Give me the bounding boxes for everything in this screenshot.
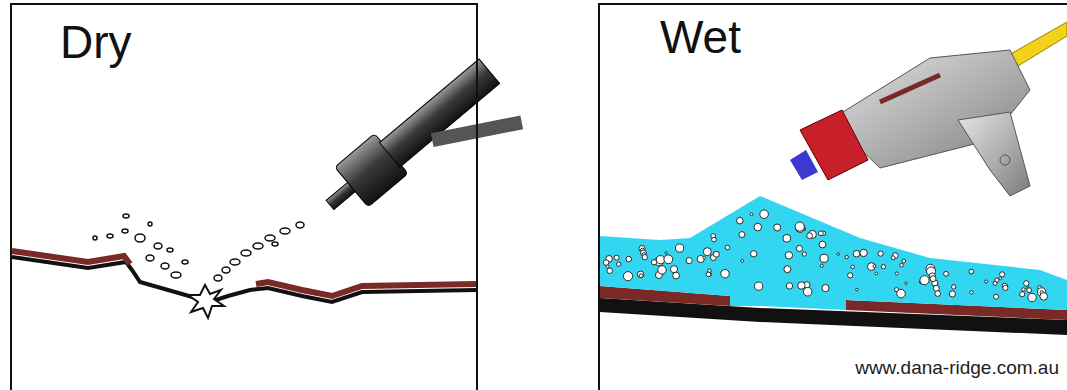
panel-heading: Dry (60, 19, 132, 65)
water-slurry (600, 196, 1067, 310)
wet-gun (790, 22, 1067, 196)
dry-nozzle (313, 51, 528, 251)
panel-frame: Dry (10, 3, 478, 390)
slurry-bubbles (603, 210, 1047, 302)
dry-particles (93, 214, 304, 281)
panel-heading: Wet (660, 14, 741, 60)
dry-surface (12, 251, 476, 318)
panel-frame: Wet (598, 3, 1067, 390)
watermark: www.dana-ridge.com.au (853, 357, 1061, 379)
